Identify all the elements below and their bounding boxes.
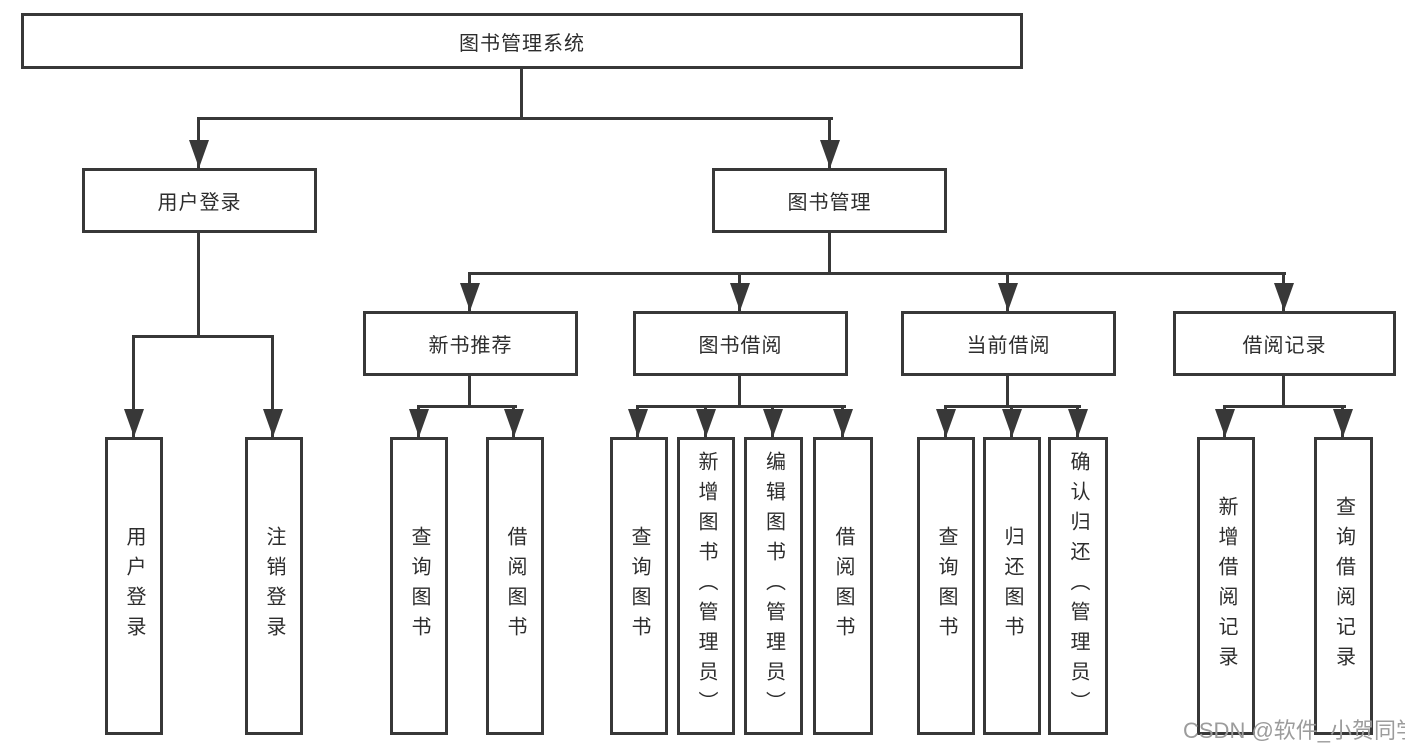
node-root-label: 图书管理系统 <box>459 32 585 55</box>
leaf-confirm-return-admin: 确认归还（管理员） <box>1048 437 1108 735</box>
leaf-label: 注销登录 <box>263 526 285 646</box>
connector-stub <box>1282 376 1285 408</box>
connector-root-stub <box>520 68 523 119</box>
arrow-down-icon <box>409 409 429 437</box>
leaf-label: 查询图书 <box>628 526 650 646</box>
arrow-down-icon <box>460 283 480 311</box>
leaf-borrow-books: 借阅图书 <box>813 437 873 735</box>
node-borrowing-records: 借阅记录 <box>1173 311 1396 376</box>
arrow-down-icon <box>1274 283 1294 311</box>
node-user-login-label: 用户登录 <box>157 192 242 214</box>
arrow-down-icon <box>504 409 524 437</box>
arrow-down-icon <box>628 409 648 437</box>
connector-level3-rail <box>468 272 1286 275</box>
leaf-query-books: 查询图书 <box>390 437 448 735</box>
arrow-down-icon <box>1333 409 1353 437</box>
connector-level2-rail <box>197 117 833 120</box>
leaf-add-books-admin: 新增图书（管理员） <box>677 437 735 735</box>
connector-user-login-rail <box>132 335 274 338</box>
node-borrowing-records-label: 借阅记录 <box>1242 335 1327 357</box>
arrow-down-icon <box>696 409 716 437</box>
leaf-label: 借阅图书 <box>504 526 526 646</box>
leaf-label: 借阅图书 <box>832 526 854 646</box>
node-book-borrowing-label: 图书借阅 <box>698 335 783 357</box>
connector-rail <box>636 405 846 408</box>
leaf-query-books: 查询图书 <box>610 437 668 735</box>
connector-book-mgmt-stub <box>828 233 831 275</box>
leaf-add-borrow-record: 新增借阅记录 <box>1197 437 1255 735</box>
node-user-login: 用户登录 <box>82 168 317 233</box>
leaf-label: 编辑图书（管理员） <box>762 451 785 721</box>
arrow-down-icon <box>820 140 840 168</box>
node-book-management-label: 图书管理 <box>787 192 872 214</box>
arrow-down-icon <box>124 409 144 437</box>
leaf-label: 查询借阅记录 <box>1332 496 1355 676</box>
watermark: CSDN @软件_小贺同学 <box>1183 718 1405 743</box>
leaf-borrow-books: 借阅图书 <box>486 437 544 735</box>
node-current-borrowing-label: 当前借阅 <box>966 335 1051 357</box>
leaf-label: 新增借阅记录 <box>1215 496 1237 676</box>
connector-rail <box>1223 405 1346 408</box>
connector-stub <box>738 376 741 408</box>
arrow-down-icon <box>833 409 853 437</box>
leaf-label: 新增图书（管理员） <box>695 451 717 721</box>
leaf-label: 用户登录 <box>123 526 145 646</box>
node-current-borrowing: 当前借阅 <box>901 311 1116 376</box>
arrow-down-icon <box>189 140 209 168</box>
node-book-management: 图书管理 <box>712 168 947 233</box>
arrow-down-icon <box>763 409 783 437</box>
arrow-down-icon <box>1002 409 1022 437</box>
connector-drop <box>132 335 135 437</box>
arrow-down-icon <box>998 283 1018 311</box>
leaf-user-login: 用户登录 <box>105 437 163 735</box>
connector-rail <box>417 405 517 408</box>
leaf-query-books: 查询图书 <box>917 437 975 735</box>
node-root: 图书管理系统 <box>21 13 1023 69</box>
leaf-label: 归还图书 <box>1001 526 1023 646</box>
connector-drop <box>271 335 274 437</box>
leaf-label: 查询图书 <box>408 526 430 646</box>
node-new-book-recommendation-label: 新书推荐 <box>428 335 513 357</box>
arrow-down-icon <box>936 409 956 437</box>
leaf-label: 查询图书 <box>935 526 957 646</box>
node-book-borrowing: 图书借阅 <box>633 311 848 376</box>
arrow-down-icon <box>1068 409 1088 437</box>
connector-stub <box>468 376 471 408</box>
arrow-down-icon <box>263 409 283 437</box>
connector-stub <box>1006 376 1009 408</box>
arrow-down-icon <box>1215 409 1235 437</box>
leaf-logout-login: 注销登录 <box>245 437 303 735</box>
leaf-edit-books-admin: 编辑图书（管理员） <box>744 437 803 735</box>
leaf-label: 确认归还（管理员） <box>1067 451 1089 721</box>
connector-user-login-stub <box>197 233 200 338</box>
leaf-query-borrow-record: 查询借阅记录 <box>1314 437 1373 735</box>
node-new-book-recommendation: 新书推荐 <box>363 311 578 376</box>
arrow-down-icon <box>730 283 750 311</box>
leaf-return-books: 归还图书 <box>983 437 1041 735</box>
